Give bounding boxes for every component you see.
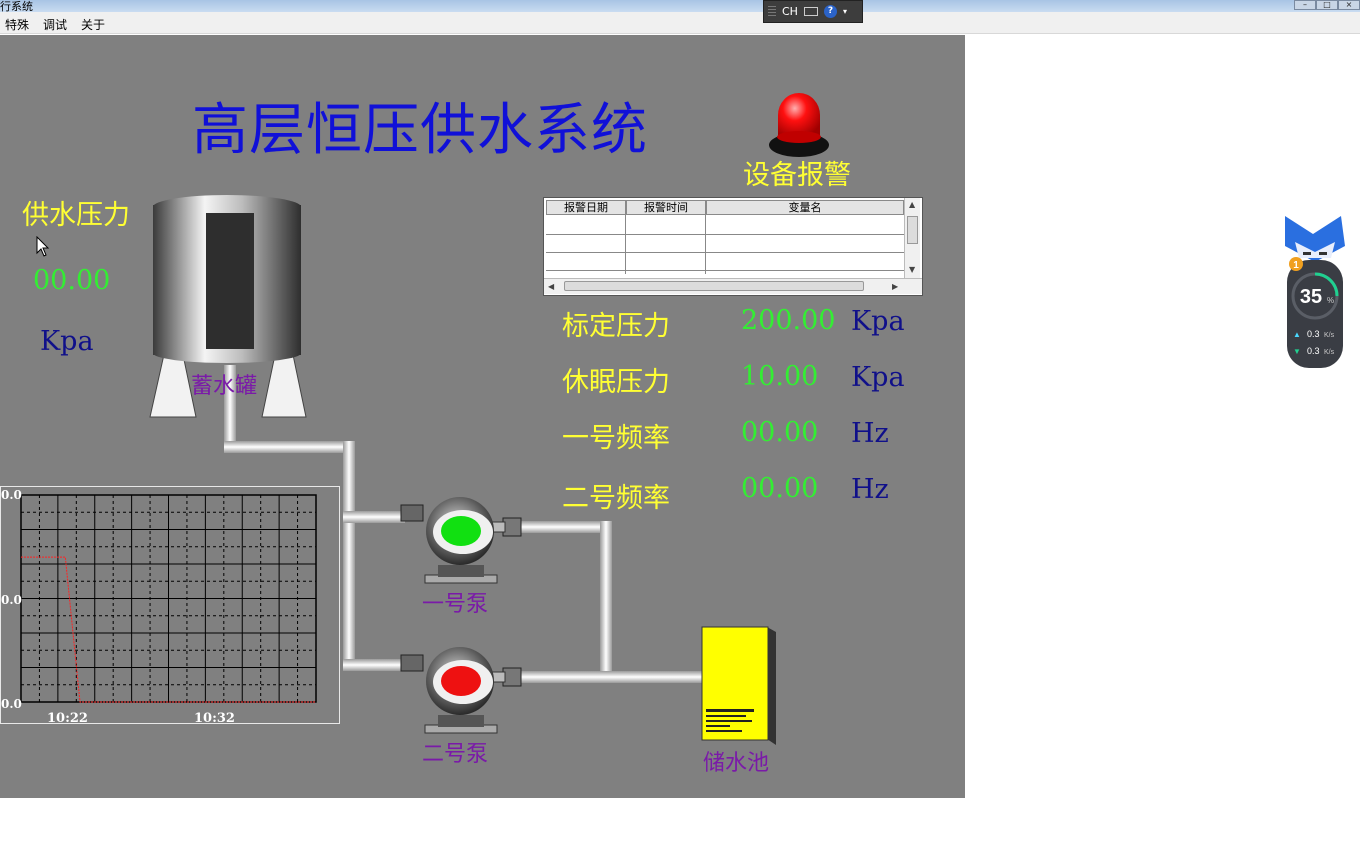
- param-unit-pump1-frequency: Hz: [851, 418, 889, 449]
- monitor-percent: 35: [1300, 286, 1322, 308]
- menu-bar: 特殊 调试 关于: [0, 12, 1360, 34]
- scada-canvas: 高层恒压供水系统: [0, 35, 965, 798]
- monitor-percent-sign: %: [1327, 296, 1334, 305]
- tank-label: 蓄水罐: [191, 374, 258, 399]
- param-value-rated-pressure: 200.00: [741, 305, 836, 336]
- grip-icon[interactable]: [768, 5, 776, 18]
- y-tick-label: 0.0: [1, 697, 22, 711]
- network-monitor-widget[interactable]: 1 35 % ▲ 0.3 K/s ▼ 0.3 K/s: [1283, 214, 1347, 372]
- water-tank: [149, 195, 307, 418]
- alarm-table-header-time[interactable]: 报警时间: [626, 200, 706, 215]
- maximize-icon[interactable]: □: [1316, 0, 1338, 10]
- scroll-thumb[interactable]: [564, 281, 864, 291]
- param-label-pump1-frequency: 一号频率: [562, 423, 670, 454]
- ime-toolbar[interactable]: CH ? ▾: [763, 0, 863, 23]
- param-unit-sleep-pressure: Kpa: [851, 362, 905, 393]
- param-label-pump2-frequency: 二号频率: [562, 483, 670, 514]
- reservoir-label: 储水池: [703, 751, 770, 776]
- pump-2: [400, 647, 522, 734]
- window-title: 行系统: [0, 0, 33, 13]
- download-rate-unit: K/s: [1324, 349, 1335, 356]
- upload-rate-unit: K/s: [1324, 332, 1335, 339]
- alarm-label: 设备报警: [743, 160, 851, 191]
- download-rate: 0.3: [1307, 346, 1320, 356]
- monitor-badge: 1: [1293, 260, 1299, 271]
- table-col-divider: [625, 200, 626, 274]
- reservoir: [701, 626, 776, 745]
- table-row-divider: [546, 234, 906, 235]
- scroll-right-icon[interactable]: ▶: [892, 282, 899, 291]
- mascot-icon: [1285, 216, 1345, 262]
- x-tick-label: 10:32: [194, 711, 235, 726]
- pump-1-status: [441, 516, 481, 546]
- close-icon[interactable]: ×: [1338, 0, 1360, 10]
- mouse-cursor-icon: [36, 236, 50, 257]
- pressure-trend-chart: 0.0 0.0 0.0 10:22 10:32: [0, 486, 340, 726]
- scroll-down-icon[interactable]: ▼: [909, 265, 916, 274]
- pipe-network: [224, 365, 714, 683]
- supply-pressure-unit: Kpa: [40, 326, 94, 357]
- series-line: [21, 556, 316, 703]
- alarm-lamp-icon: [769, 93, 829, 157]
- ime-language[interactable]: CH: [782, 5, 798, 18]
- scroll-left-icon[interactable]: ◀: [548, 282, 555, 291]
- pump-2-status: [441, 666, 481, 696]
- y-tick-label: 0.0: [1, 593, 22, 607]
- supply-pressure-value: 00.00: [33, 265, 111, 296]
- upload-icon: ▲: [1293, 330, 1301, 339]
- param-label-rated-pressure: 标定压力: [562, 311, 670, 342]
- window-controls: – □ ×: [1294, 0, 1360, 10]
- x-tick-label: 10:22: [47, 711, 88, 726]
- chevron-down-icon[interactable]: ▾: [842, 7, 847, 16]
- trend-plot: [20, 494, 317, 703]
- menu-item-debug[interactable]: 调试: [43, 18, 68, 32]
- menu-item-about[interactable]: 关于: [81, 18, 106, 32]
- scroll-thumb[interactable]: [907, 216, 918, 244]
- table-row-divider: [546, 252, 906, 253]
- alarm-table-header-date[interactable]: 报警日期: [546, 200, 626, 215]
- param-label-sleep-pressure: 休眠压力: [562, 367, 670, 398]
- y-tick-label: 0.0: [1, 488, 22, 502]
- page-title: 高层恒压供水系统: [192, 98, 648, 163]
- upload-rate: 0.3: [1307, 329, 1320, 339]
- alarm-table-header-variable[interactable]: 变量名: [706, 200, 904, 215]
- param-unit-rated-pressure: Kpa: [851, 306, 905, 337]
- table-row-divider: [546, 270, 906, 271]
- help-icon[interactable]: ?: [823, 5, 837, 18]
- download-icon: ▼: [1293, 347, 1301, 356]
- table-col-divider: [705, 200, 706, 274]
- pump-1: [400, 497, 522, 584]
- param-value-sleep-pressure: 10.00: [741, 361, 819, 392]
- alarm-table-vertical-scrollbar[interactable]: ▲ ▼: [904, 198, 920, 278]
- process-diagram: [149, 93, 829, 745]
- pump-2-label: 二号泵: [422, 742, 489, 767]
- pump-1-label: 一号泵: [422, 592, 489, 617]
- minimize-icon[interactable]: –: [1294, 0, 1316, 10]
- param-unit-pump2-frequency: Hz: [851, 474, 889, 505]
- supply-pressure-label: 供水压力: [22, 200, 130, 231]
- alarm-table-horizontal-scrollbar[interactable]: ◀ ▶: [544, 278, 922, 294]
- param-value-pump2-frequency: 00.00: [741, 473, 819, 504]
- keyboard-icon[interactable]: [803, 7, 818, 16]
- plot-frame: [20, 494, 317, 703]
- menu-item-special[interactable]: 特殊: [5, 18, 30, 32]
- window-titlebar: 行系统 – □ ×: [0, 0, 1360, 13]
- scroll-up-icon[interactable]: ▲: [909, 200, 916, 209]
- param-value-pump1-frequency: 00.00: [741, 417, 819, 448]
